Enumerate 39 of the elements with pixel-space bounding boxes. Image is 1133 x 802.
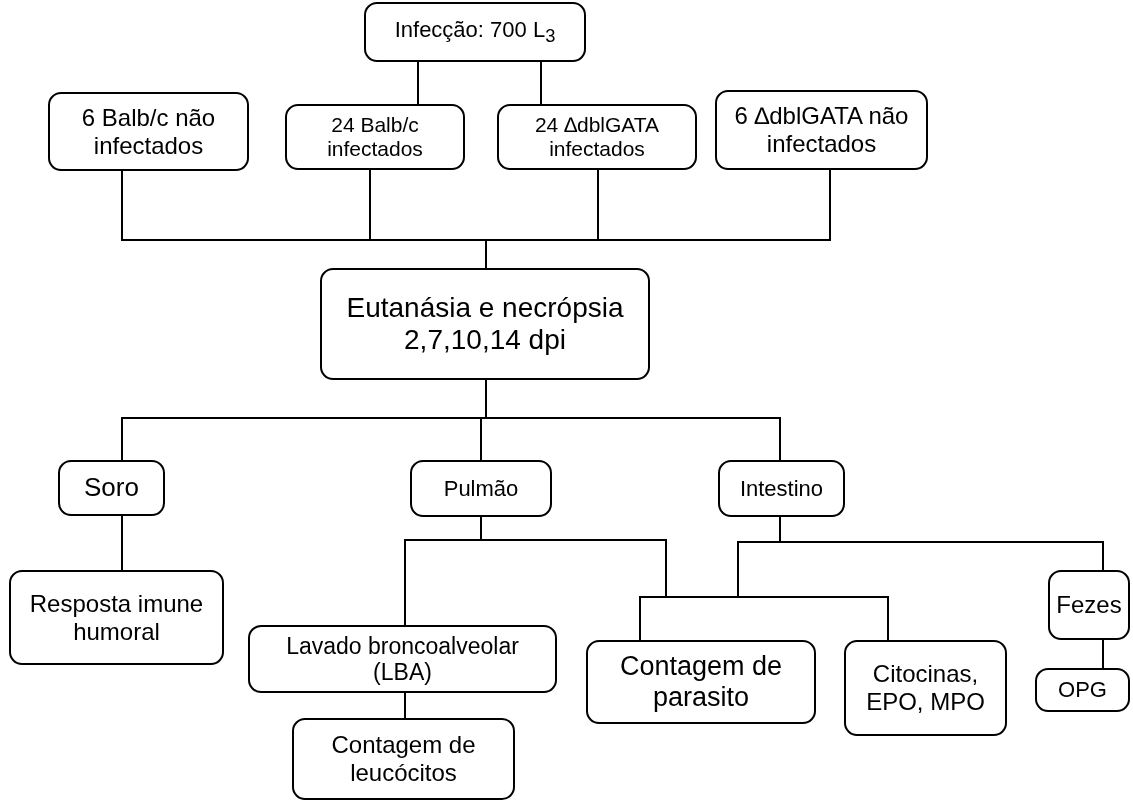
connector-line xyxy=(485,379,781,461)
connector-line xyxy=(121,515,123,571)
process-box xyxy=(410,460,552,517)
process-box xyxy=(292,718,515,800)
box-label: Contagem de parasito xyxy=(618,650,784,714)
box-label: Infecção: 700 L$_{3}$ xyxy=(394,17,556,47)
process-box xyxy=(248,625,557,693)
process-box xyxy=(1048,570,1130,640)
box-label: Pulmão xyxy=(443,475,519,502)
box-label: Fezes xyxy=(1056,591,1122,619)
connector-line xyxy=(417,61,419,105)
process-box xyxy=(320,268,650,380)
box-label: 6 Balb/c não infectados xyxy=(80,103,217,160)
connector-line xyxy=(404,692,406,719)
process-box xyxy=(586,640,816,724)
box-label: 24 ∆dblGATA infectados xyxy=(533,112,661,162)
box-label: Soro xyxy=(84,473,139,503)
process-box xyxy=(844,640,1007,736)
box-label: Contagem de leucócitos xyxy=(330,731,477,787)
process-box xyxy=(9,570,224,665)
box-label: Eutanásia e necrópsia 2,7,10,14 dpi xyxy=(345,291,625,357)
connector-line xyxy=(779,516,1104,571)
box-label: Lavado broncoalveolar (LBA) xyxy=(285,632,520,686)
connector-line xyxy=(1102,639,1104,669)
process-box xyxy=(497,104,697,170)
process-box xyxy=(1035,668,1130,712)
box-label: 6 ∆dblGATA não infectados xyxy=(733,102,910,158)
process-box xyxy=(48,92,249,171)
process-box xyxy=(285,104,465,170)
process-box xyxy=(364,2,586,62)
box-label: 24 Balb/c infectados xyxy=(326,112,424,162)
connector-line xyxy=(540,61,542,105)
process-box xyxy=(715,90,928,170)
box-label: Intestino xyxy=(739,475,824,502)
process-box xyxy=(718,460,845,517)
box-label: OPG xyxy=(1058,677,1107,703)
process-box xyxy=(58,460,165,516)
box-label: Citocinas, EPO, MPO xyxy=(865,660,986,716)
box-label: Resposta imune humoral xyxy=(28,589,205,646)
